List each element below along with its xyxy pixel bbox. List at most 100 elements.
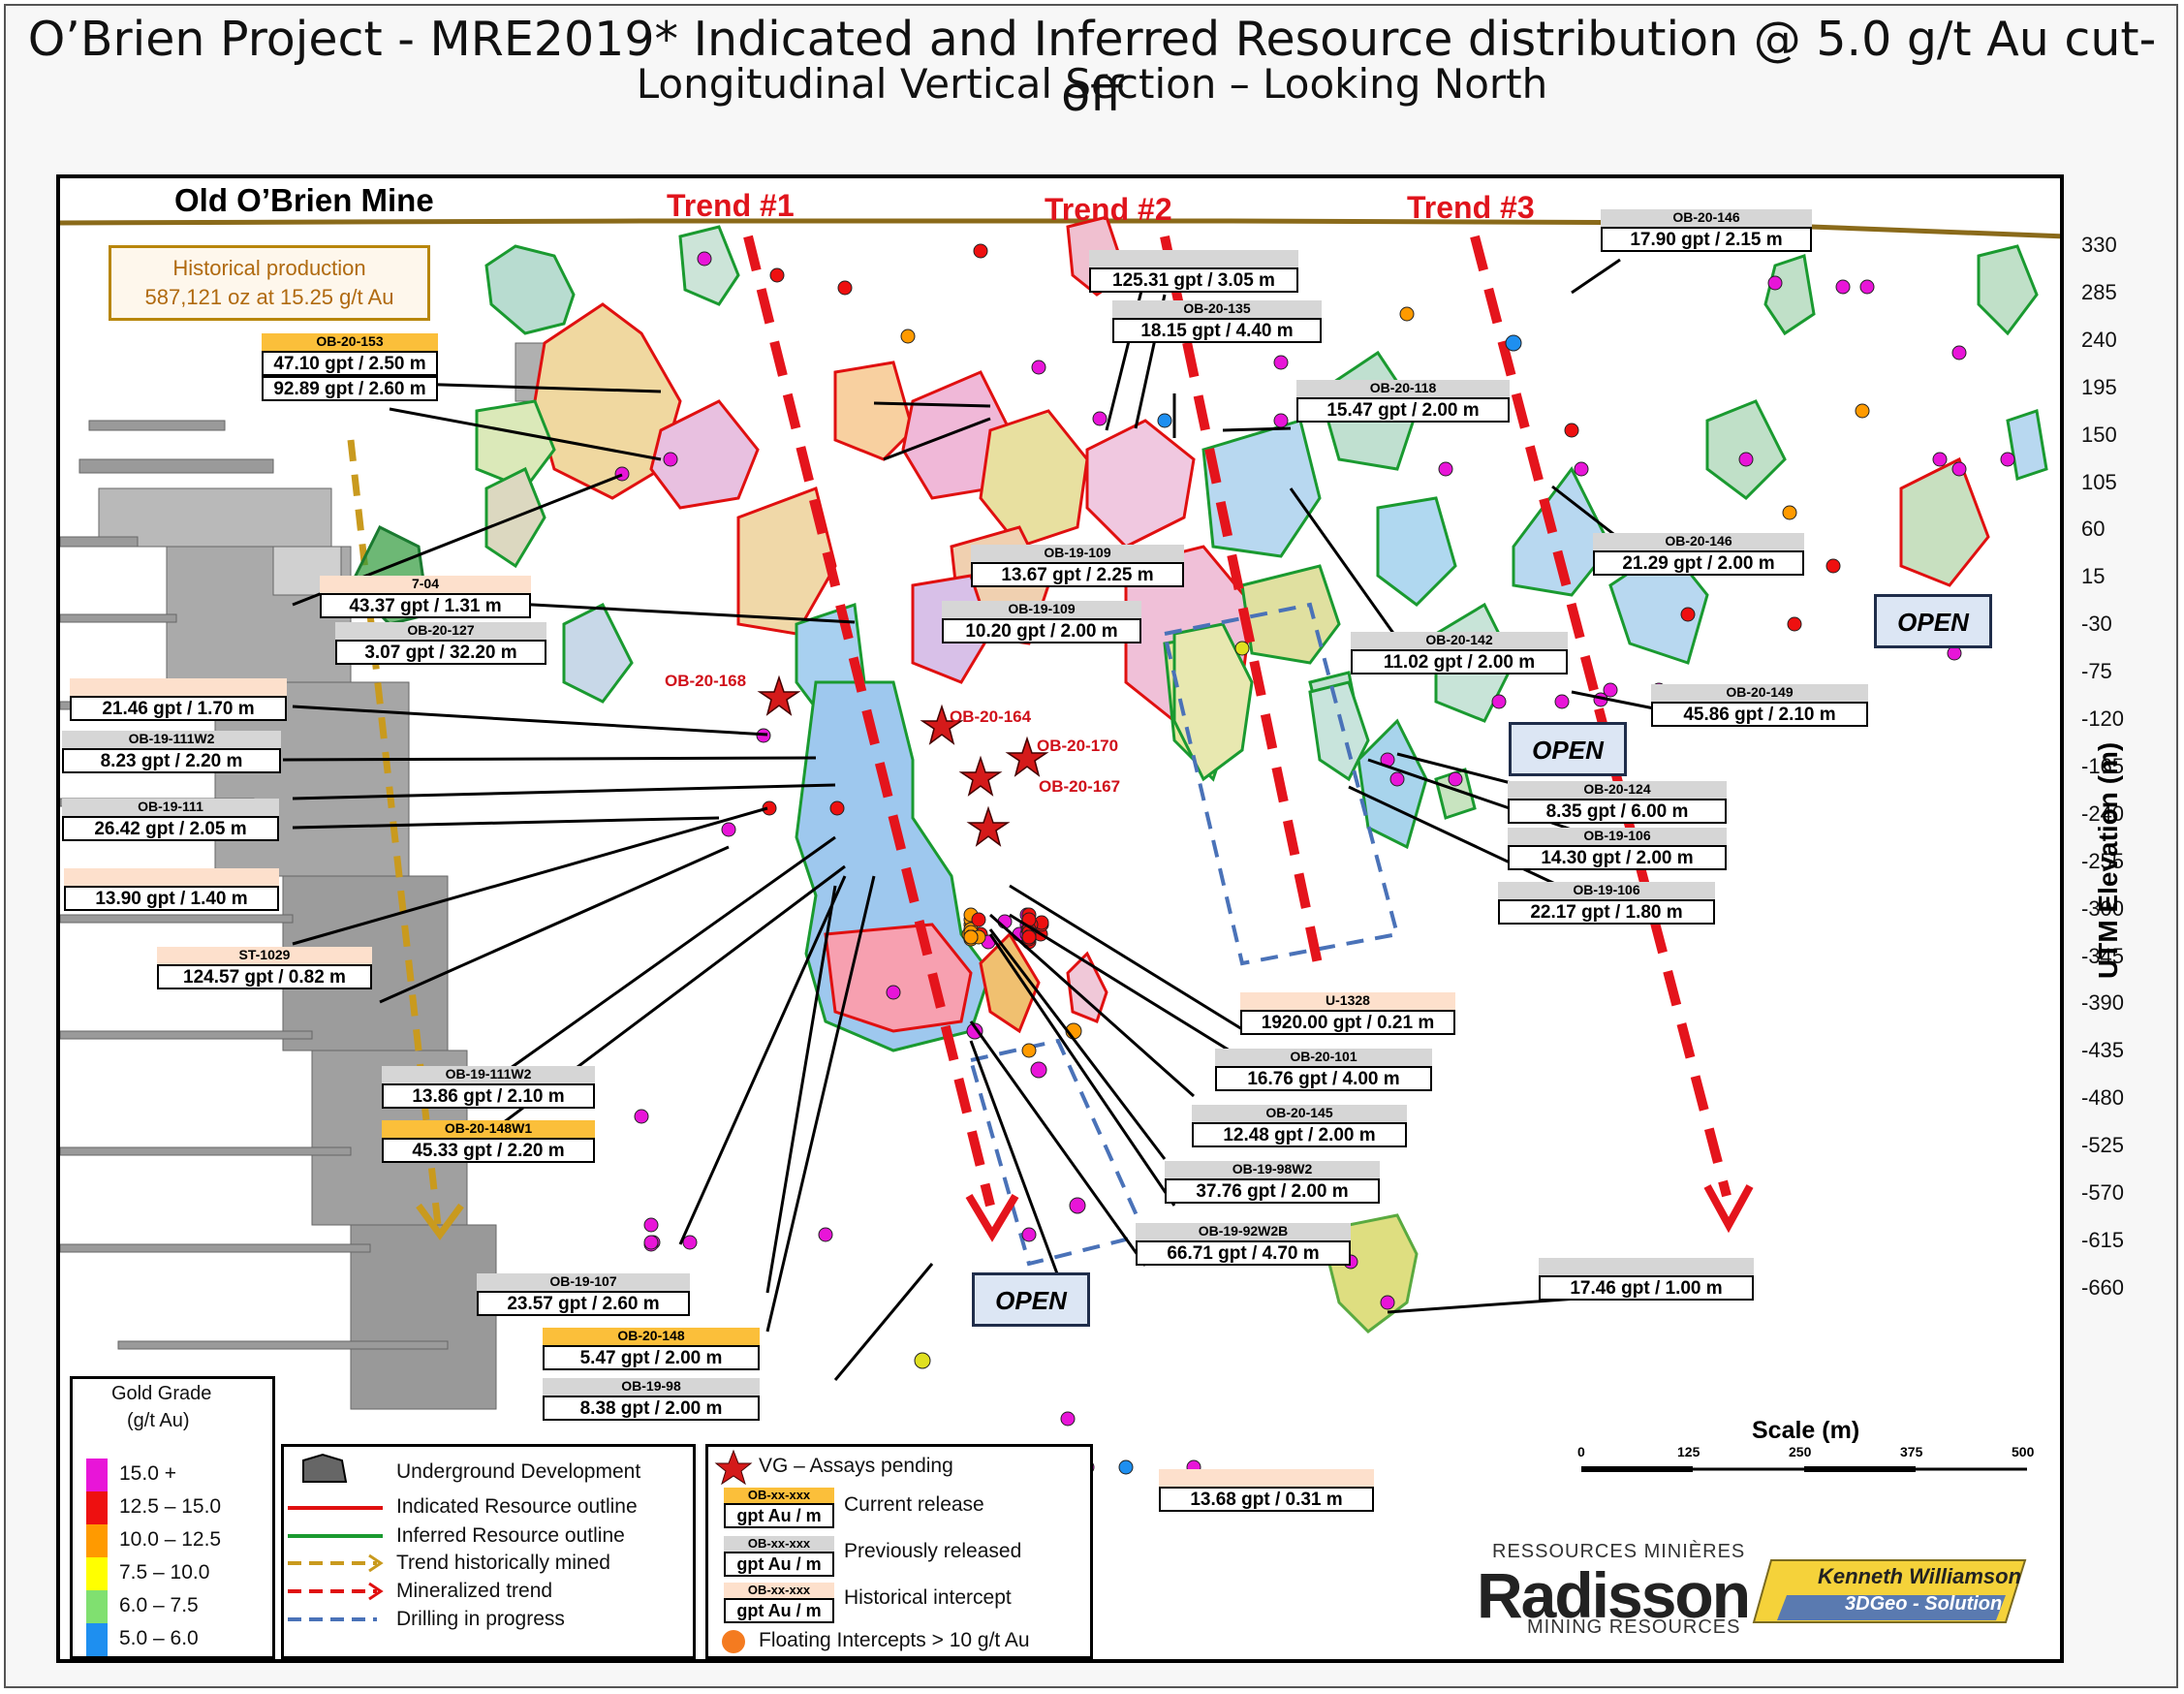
legend-line-symbols	[288, 1453, 384, 1621]
axis-tick-label: 15	[2081, 564, 2106, 589]
intercept-value: 8.35 gpt / 6.00 m	[1508, 799, 1727, 824]
intercept-hole-id: OB-20-148	[543, 1328, 760, 1345]
intercept-hole-id: OB-20-101	[1215, 1049, 1432, 1066]
intercept-value: 11.02 gpt / 2.00 m	[1351, 649, 1568, 674]
historical-production-box: Historical production 587,121 oz at 15.2…	[109, 245, 430, 321]
intercept-hole-id: OB-19-111	[62, 799, 279, 816]
trend3-arrowhead	[1703, 1184, 1754, 1234]
previous-release-unit: gpt Au / m	[724, 1552, 834, 1577]
intercept-value: 13.68 gpt / 0.31 m	[1159, 1487, 1374, 1512]
scale-tick-label: 500	[2012, 1444, 2035, 1459]
intercept-hole-id: OB-20-146	[1593, 533, 1804, 550]
legend-line-label: Trend historically mined	[396, 1552, 610, 1574]
axis-tick-label: 150	[2081, 422, 2117, 447]
grade-label: 10.0 – 12.5	[119, 1528, 222, 1551]
release-legend: VG – Assays pending OB-xx-xxx gpt Au / m…	[705, 1444, 1093, 1659]
intercept-hole-id: OB-20-148W1	[382, 1120, 595, 1138]
intercept-hole-id: OB-19-98	[543, 1378, 760, 1396]
grade-swatch	[86, 1459, 108, 1491]
grade-label: 5.0 – 6.0	[119, 1627, 199, 1649]
intercept-hole-id: OB-19-111W2	[382, 1066, 595, 1083]
trend-3-label: Trend #3	[1407, 190, 1535, 225]
intercept-hole-id: OB-20-146	[1601, 209, 1812, 227]
vg-hole-label: OB-20-164	[950, 707, 1032, 726]
intercept-value: 26.42 gpt / 2.05 m	[62, 816, 279, 841]
axis-tick-label: -300	[2081, 895, 2125, 921]
legend-line-label: Indicated Resource outline	[396, 1495, 638, 1518]
axis-tick-label: 195	[2081, 374, 2117, 399]
vg-hole-label: OB-20-170	[1037, 737, 1119, 755]
intercept-value: 92.89 gpt / 2.60 m	[262, 376, 438, 401]
floating-intercept-label: Floating Intercepts > 10 g/t Au	[759, 1629, 1030, 1651]
intercept-value: 22.17 gpt / 1.80 m	[1498, 899, 1715, 925]
intercept-value: 8.23 gpt / 2.20 m	[62, 748, 281, 773]
axis-tick-label: 240	[2081, 327, 2117, 352]
vg-legend-label: VG – Assays pending	[759, 1455, 953, 1477]
scale-title: Scale (m)	[1752, 1417, 1860, 1444]
trend-historically-mined	[347, 439, 442, 1226]
mineralized-trends	[743, 235, 1732, 1208]
trend-1-label: Trend #1	[667, 188, 795, 223]
intercept-value: 16.76 gpt / 4.00 m	[1215, 1066, 1432, 1091]
legend-line-label: Mineralized trend	[396, 1580, 553, 1602]
historical-intercept-label: Historical intercept	[844, 1586, 1012, 1609]
intercept-value: 17.46 gpt / 1.00 m	[1539, 1275, 1754, 1301]
mine-label: Old O’Brien Mine	[174, 182, 434, 218]
intercept-hole-id: OB-19-106	[1498, 882, 1715, 899]
open-label: OPEN	[972, 1272, 1090, 1327]
radisson-bottom-text: MINING RESOURCES	[1527, 1616, 1741, 1638]
intercept-value: 124.57 gpt / 0.82 m	[157, 964, 372, 989]
intercept-hole-id: OB-19-109	[971, 545, 1184, 562]
intercept-hole-id: OB-19-109	[942, 601, 1141, 618]
vg-hole-label: OB-20-168	[665, 672, 747, 690]
intercept-value: 8.38 gpt / 2.00 m	[543, 1396, 760, 1421]
legend-line-label: Inferred Resource outline	[396, 1524, 625, 1547]
trend1-arrowhead	[965, 1193, 1019, 1242]
intercept-value: 1920.00 gpt / 0.21 m	[1240, 1010, 1455, 1035]
radisson-name: Radisson	[1477, 1559, 1751, 1631]
grade-swatch	[86, 1623, 108, 1656]
axis-tick-label: -75	[2081, 659, 2112, 684]
scale-tick-label: 125	[1677, 1444, 1700, 1459]
axis-tick-label: -165	[2081, 753, 2125, 778]
axis-tick-label: -120	[2081, 706, 2125, 731]
elevation-axis-title: UTM Elevation (m)	[2093, 741, 2123, 979]
intercept-hole-id: OB-20-118	[1296, 380, 1510, 397]
previous-release-swatch: OB-xx-xxx	[724, 1536, 834, 1552]
intercept-value: 45.86 gpt / 2.10 m	[1651, 702, 1868, 727]
current-release-unit: gpt Au / m	[724, 1503, 834, 1528]
trend-historic-arrow	[416, 1203, 464, 1240]
intercept-hole-id: 7-04	[320, 576, 531, 593]
axis-tick-label: -660	[2081, 1274, 2125, 1300]
legend-vg-symbols	[714, 1449, 753, 1653]
historical-intercept-unit: gpt Au / m	[724, 1598, 834, 1623]
legend-grade-unit: (g/t Au)	[127, 1410, 190, 1431]
intercept-value: 45.33 gpt / 2.20 m	[382, 1138, 595, 1163]
axis-tick-label: -345	[2081, 943, 2125, 968]
scale-tick-label: 0	[1577, 1444, 1585, 1459]
kw-sub: 3DGeo - Solution	[1845, 1593, 2003, 1615]
line-style-legend: Underground Development Indicated Resour…	[281, 1444, 696, 1659]
radisson-top-text: RESSOURCES MINIÈRES	[1492, 1541, 1746, 1562]
intercept-value: 13.67 gpt / 2.25 m	[971, 562, 1184, 587]
intercept-value: 125.31 gpt / 3.05 m	[1089, 267, 1298, 293]
axis-tick-label: -435	[2081, 1038, 2125, 1063]
intercept-hole-id: OB-20-124	[1508, 781, 1727, 799]
vg-stars	[757, 674, 1049, 847]
intercept-hole-id: OB-19-111W2	[62, 731, 281, 748]
intercept-hole-id	[64, 868, 279, 886]
axis-tick-label: -480	[2081, 1085, 2125, 1111]
axis-tick-label: -525	[2081, 1133, 2125, 1158]
open-label: OPEN	[1874, 594, 1992, 648]
intercept-value: 23.57 gpt / 2.60 m	[477, 1291, 690, 1316]
intercept-value: 21.46 gpt / 1.70 m	[70, 696, 287, 721]
vg-hole-label: OB-20-167	[1039, 777, 1121, 796]
intercept-hole-id: OB-20-127	[335, 622, 546, 640]
intercept-value: 21.29 gpt / 2.00 m	[1593, 550, 1804, 576]
grade-swatch	[86, 1491, 108, 1524]
intercept-hole-id: OB-20-142	[1351, 632, 1568, 649]
axis-tick-label: -240	[2081, 800, 2125, 826]
axis-tick-label: -570	[2081, 1180, 2125, 1205]
intercept-hole-id	[1089, 250, 1298, 267]
intercept-hole-id: U-1328	[1240, 992, 1455, 1010]
